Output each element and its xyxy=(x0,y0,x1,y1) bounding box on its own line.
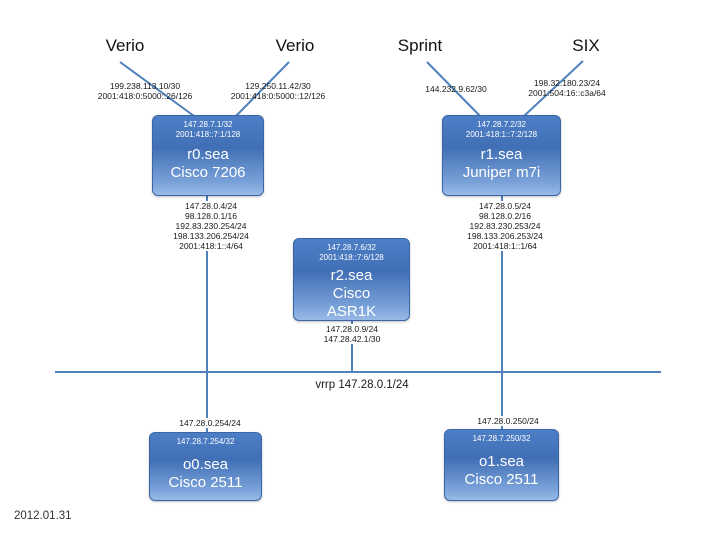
r0-loopback-v6: 2001:418::7:1/128 xyxy=(175,130,241,139)
uplink-addrs-sprint: 144.232.9.62/30 xyxy=(425,84,486,94)
addr-line: 199.238.113.10/30 xyxy=(109,81,181,91)
addr-line: 198.32.180.23/24 xyxy=(533,78,601,88)
r2-loopback-v4: 147.28.7.6/32 xyxy=(327,243,376,252)
vrrp-address-label: vrrp 147.28.0.1/24 xyxy=(315,379,409,391)
router-o1-box: 147.28.7.250/32 o1.sea Cisco 2511 xyxy=(444,429,559,501)
addr-line: 147.28.0.4/24 xyxy=(184,201,237,211)
addr-line: 2001:418:0:5000::26/126 xyxy=(97,91,193,101)
r1-loopback-v4: 147.28.7.2/32 xyxy=(477,120,526,129)
r2-interface-addresses: 147.28.0.9/24 147.28.42.1/30 xyxy=(321,324,383,344)
link-six-r1 xyxy=(523,60,584,117)
r1-name: r1.sea xyxy=(480,146,523,163)
addr-line: 98.128.0.2/16 xyxy=(478,211,531,221)
router-r0-box: 147.28.7.1/32 2001:418::7:1/128 r0.sea C… xyxy=(152,115,264,196)
addr-line: 147.28.0.250/24 xyxy=(477,416,539,426)
addr-line: 192.83.230.253/24 xyxy=(469,221,541,231)
addr-line: 147.28.0.5/24 xyxy=(478,201,531,211)
o0-loopback-v4: 147.28.7.254/32 xyxy=(176,437,235,446)
r0-model: Cisco 7206 xyxy=(170,164,246,181)
link-verio2-r0 xyxy=(235,61,290,117)
r2-loopback-v6: 2001:418::7:6/128 xyxy=(319,253,384,262)
addr-line: 198.133.206.254/24 xyxy=(173,231,249,241)
provider-label-verio-2: Verio xyxy=(275,36,315,55)
addr-line: 192.83.230.254/24 xyxy=(175,221,247,231)
r2-model-line1: Cisco xyxy=(332,285,371,302)
addr-line: 147.28.0.9/24 xyxy=(325,324,378,334)
o1-interface-address: 147.28.0.250/24 xyxy=(475,416,541,426)
uplink-addrs-verio-2: 129.250.11.42/30 2001:418:0:5000::12/126 xyxy=(231,81,326,101)
o0-model: Cisco 2511 xyxy=(168,474,243,491)
addr-line: 2001:418:0:5000::12/126 xyxy=(230,91,326,101)
r1-interface-addresses: 147.28.0.5/24 98.128.0.2/16 192.83.230.2… xyxy=(465,201,545,251)
o1-model: Cisco 2511 xyxy=(464,471,539,488)
r0-loopback-v4: 147.28.7.1/32 xyxy=(183,120,233,129)
o1-loopback-v4: 147.28.7.250/32 xyxy=(472,434,531,443)
link-sprint-r1 xyxy=(426,61,481,117)
o1-name: o1.sea xyxy=(478,453,525,470)
r2-name: r2.sea xyxy=(330,267,373,284)
r0-interface-addresses: 147.28.0.4/24 98.128.0.1/16 192.83.230.2… xyxy=(171,201,251,251)
addr-line: 147.28.42.1/30 xyxy=(323,334,381,344)
addr-line: 98.128.0.1/16 xyxy=(184,211,237,221)
provider-label-verio-1: Verio xyxy=(105,36,145,55)
addr-line: 144.232.9.62/30 xyxy=(425,84,487,94)
router-r1-box: 147.28.7.2/32 2001:418:1::7:2/128 r1.sea… xyxy=(442,115,561,196)
r0-name: r0.sea xyxy=(187,146,229,163)
r1-model: Juniper m7i xyxy=(462,164,541,181)
o0-name: o0.sea xyxy=(182,456,229,473)
provider-label-sprint: Sprint xyxy=(397,36,443,55)
addr-line: 198.133.206.253/24 xyxy=(467,231,543,241)
r2-model-line2: ASR1K xyxy=(326,303,377,320)
addr-line: 147.28.0.254/24 xyxy=(179,418,241,428)
addr-line: 2001:504:16::c3a/64 xyxy=(528,88,606,98)
diagram-date: 2012.01.31 xyxy=(14,510,72,522)
link-verio1-r0 xyxy=(119,61,195,117)
addr-line: 2001:418:1::4/64 xyxy=(179,241,243,251)
addr-line: 2001:418:1::1/64 xyxy=(473,241,537,251)
addr-line: 129.250.11.42/30 xyxy=(245,81,311,91)
uplink-addrs-verio-1: 199.238.113.10/30 2001:418:0:5000::26/12… xyxy=(98,81,193,101)
uplink-addrs-six: 198.32.180.23/24 2001:504:16::c3a/64 xyxy=(528,78,606,98)
o0-interface-address: 147.28.0.254/24 xyxy=(177,418,243,428)
router-r2-box: 147.28.7.6/32 2001:418::7:6/128 r2.sea C… xyxy=(293,238,410,321)
router-o0-box: 147.28.7.254/32 o0.sea Cisco 2511 xyxy=(149,432,262,501)
provider-label-six: SIX xyxy=(572,36,600,55)
r1-loopback-v6: 2001:418:1::7:2/128 xyxy=(465,130,538,139)
